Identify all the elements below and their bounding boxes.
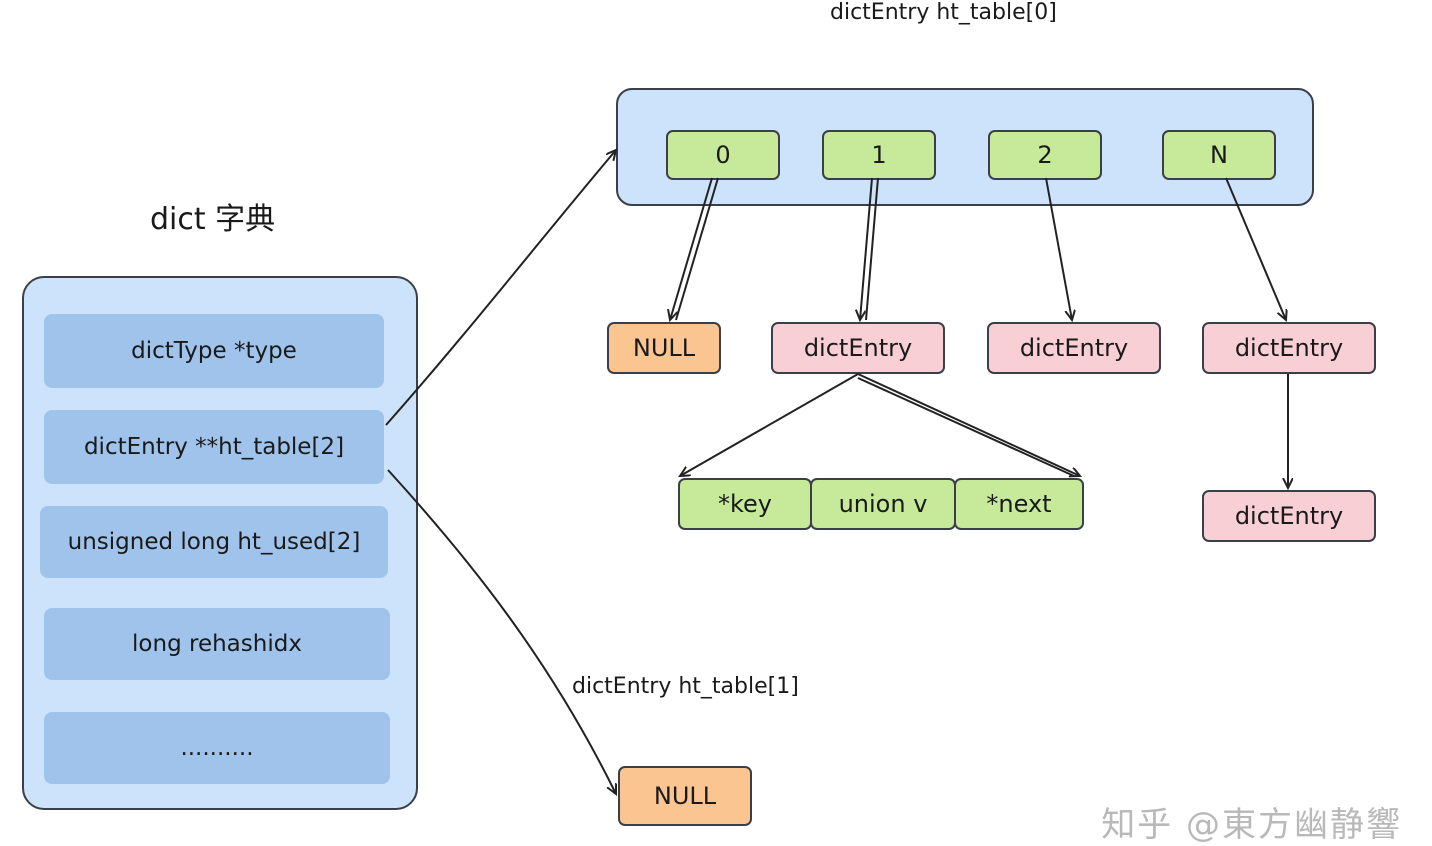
ht-table-1-label: dictEntry ht_table[1] xyxy=(572,674,799,699)
arrow-bucket-0-to-null xyxy=(670,177,713,320)
dict-field-rehashidx: long rehashidx xyxy=(44,608,390,680)
bucket-n: N xyxy=(1162,130,1276,180)
arrow-bucket-1-to-entry-double xyxy=(865,177,879,321)
chain-next-entry: dictEntry xyxy=(1202,490,1376,542)
arrow-entry-to-next xyxy=(857,373,1080,476)
ht-table-0-label: dictEntry ht_table[0] xyxy=(830,0,1057,25)
arrow-ht-table-to-null xyxy=(387,469,616,794)
bucket-n-entry: dictEntry xyxy=(1202,322,1376,374)
arrow-bucket-1-to-entry xyxy=(860,177,873,320)
dict-field-more: .......... xyxy=(44,712,390,784)
ht-table-1-null: NULL xyxy=(618,766,752,826)
dict-field-ht-table: dictEntry **ht_table[2] xyxy=(44,410,384,484)
dict-struct-panel: dictType *type dictEntry **ht_table[2] u… xyxy=(22,276,418,810)
bucket-0-null: NULL xyxy=(607,322,721,374)
entry-field-next: *next xyxy=(954,478,1084,530)
arrow-ht-table-to-array xyxy=(385,150,616,426)
arrow-entry-to-next-double xyxy=(857,377,1075,477)
arrow-bucket-n-to-entry xyxy=(1225,177,1286,320)
bucket-2: 2 xyxy=(988,130,1102,180)
dict-field-type: dictType *type xyxy=(44,314,384,388)
bucket-2-entry: dictEntry xyxy=(987,322,1161,374)
watermark: 知乎 @東方幽静響 xyxy=(1101,805,1402,845)
dict-field-ht-used: unsigned long ht_used[2] xyxy=(40,506,388,578)
bucket-1: 1 xyxy=(822,130,936,180)
ht-table-0-array: 0 1 2 N xyxy=(616,88,1314,206)
arrow-entry-to-key xyxy=(680,373,859,476)
bucket-1-entry: dictEntry xyxy=(771,322,945,374)
arrow-bucket-0-to-null-double xyxy=(675,177,719,321)
bucket-0: 0 xyxy=(666,130,780,180)
dict-title: dict 字典 xyxy=(150,202,276,237)
arrow-bucket-2-to-entry xyxy=(1045,177,1072,320)
